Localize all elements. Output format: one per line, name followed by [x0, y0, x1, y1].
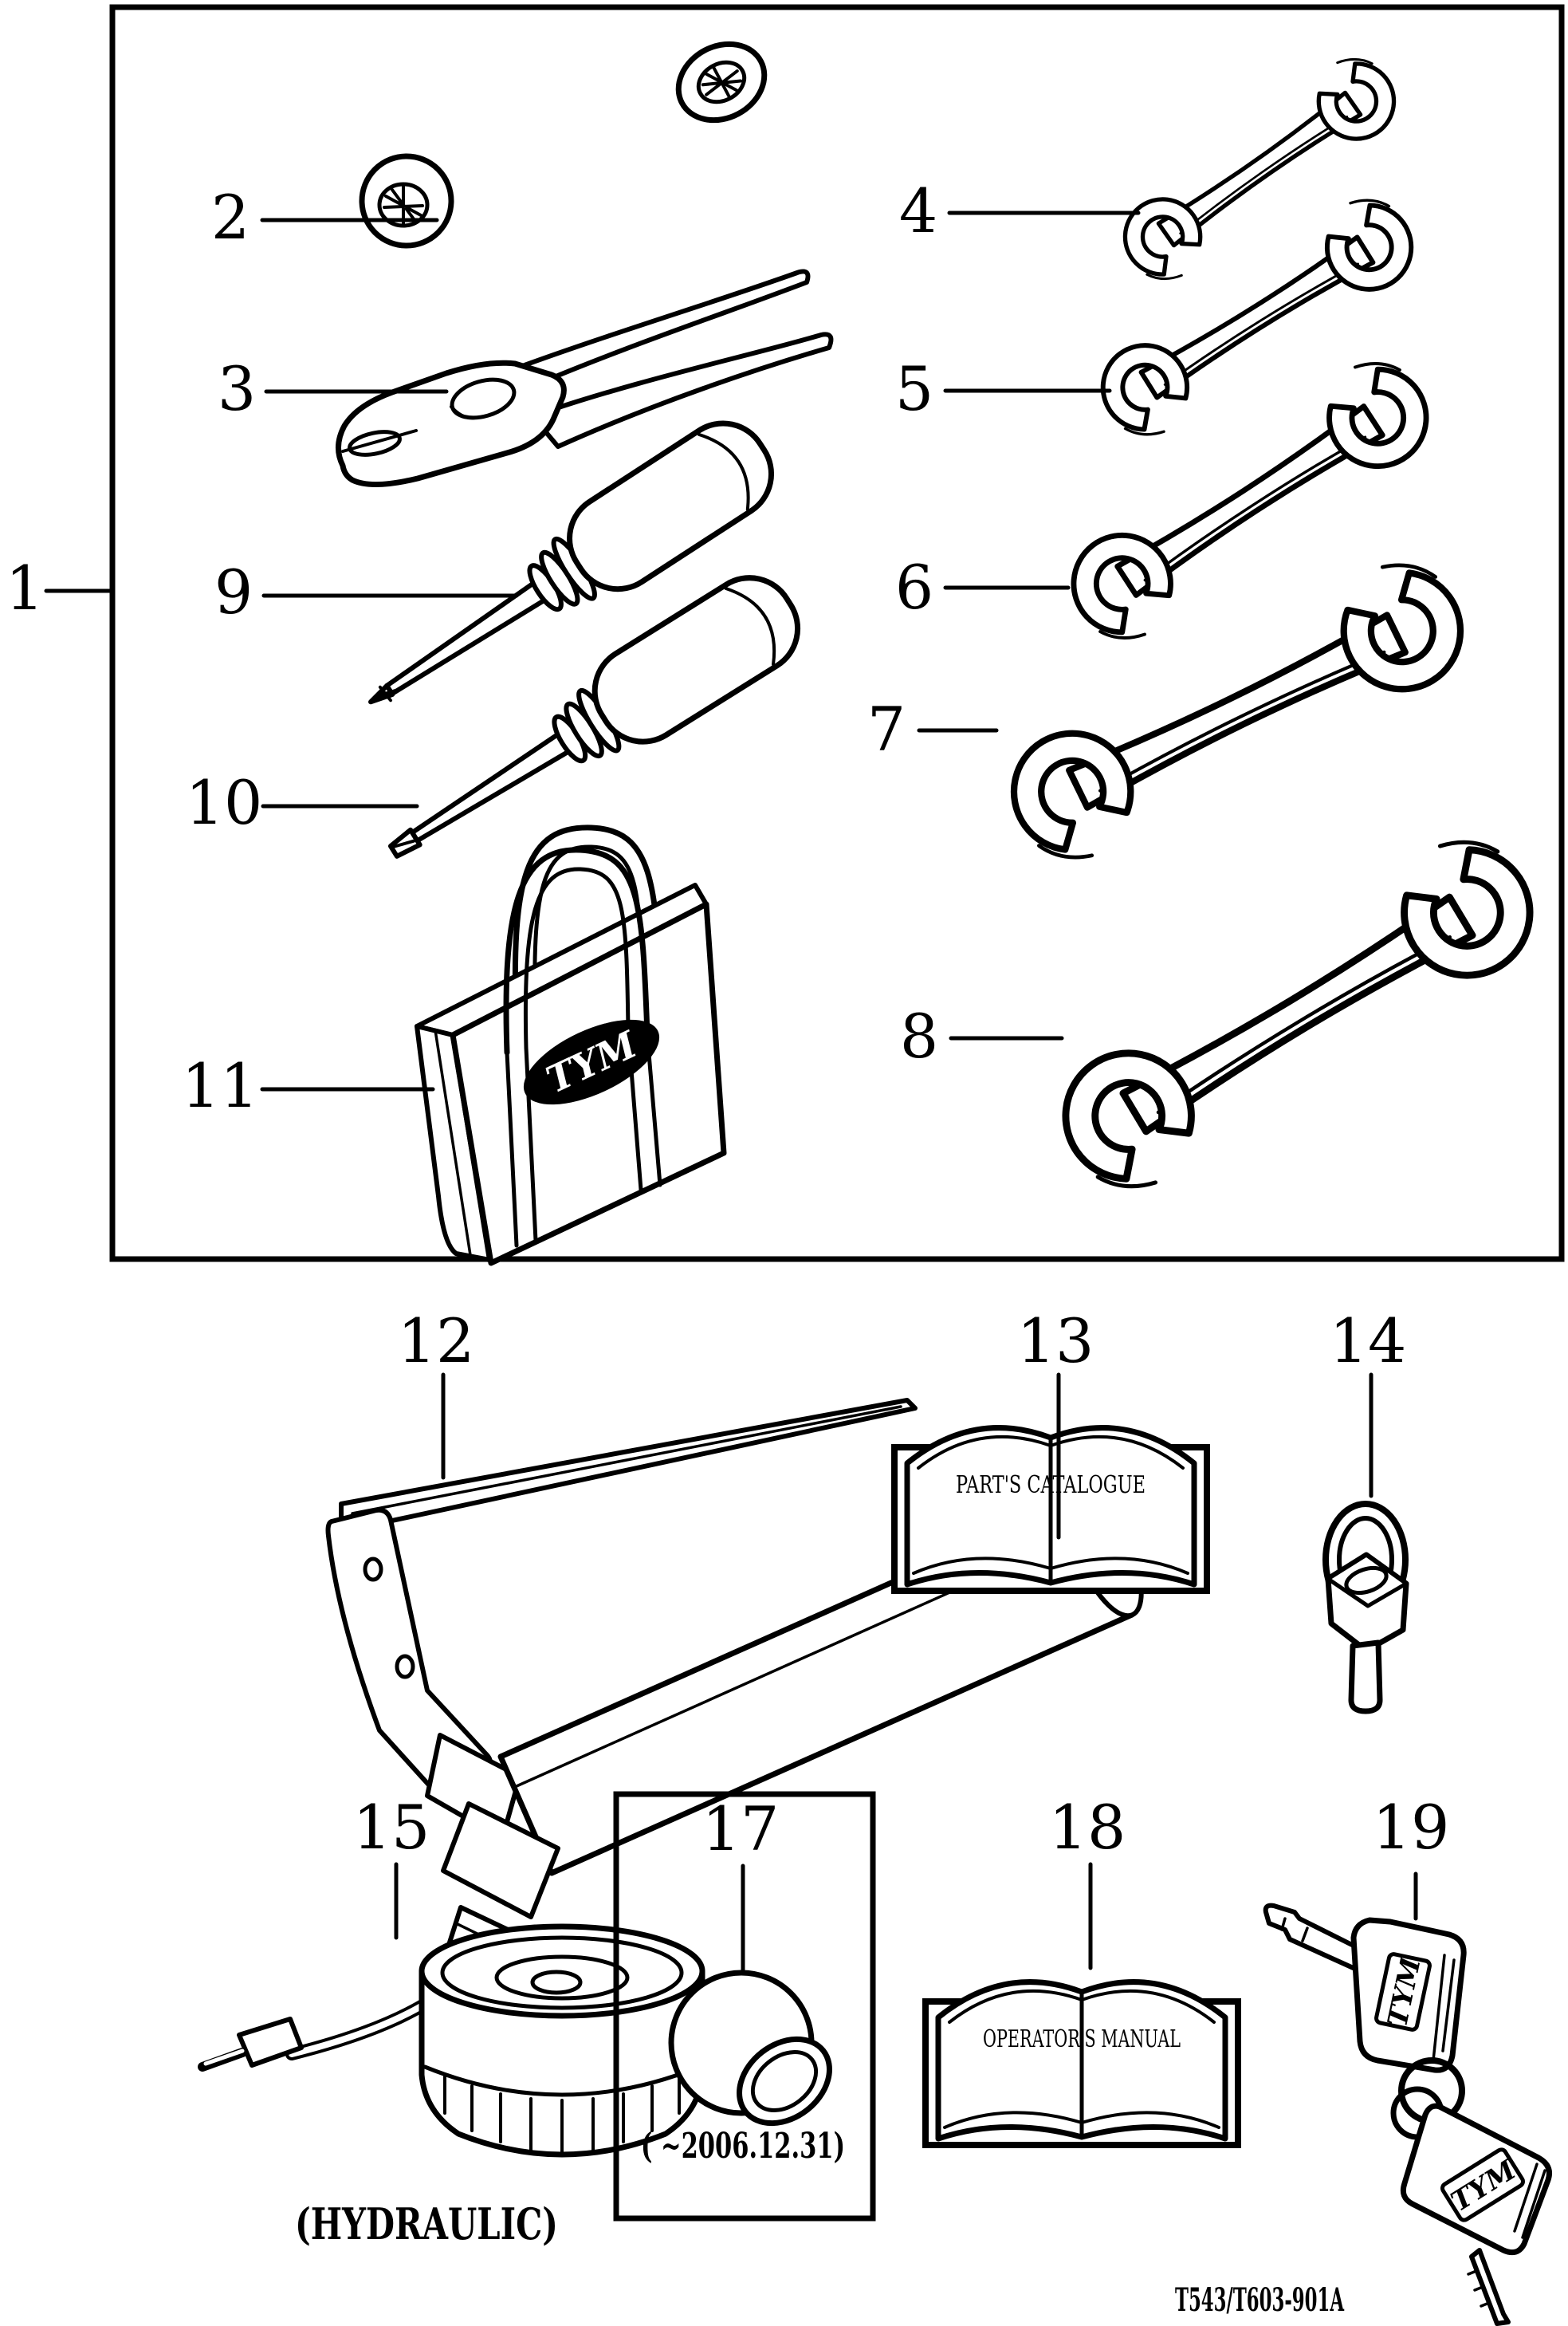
- parts-catalogue-title: PART'S CATALOGUE: [956, 1471, 1146, 1499]
- screwdriver-phillips: [368, 420, 775, 705]
- part-label-12: 12: [398, 1305, 475, 1376]
- part-label-15: 15: [353, 1792, 430, 1863]
- part-label-8: 8: [900, 1001, 938, 1072]
- key-upper-logo: TYM: [1374, 1952, 1432, 2032]
- valid-until-caption: ( ~2006.12.31): [641, 2126, 845, 2167]
- hydraulic-caption: (HYDRAULIC): [295, 2198, 558, 2249]
- wrench-socket-end: [675, 41, 768, 124]
- part-label-19: 19: [1373, 1792, 1450, 1863]
- ring-plug-key: [1322, 1501, 1409, 1714]
- part-label-18: 18: [1049, 1792, 1126, 1863]
- part-label-1: 1: [6, 553, 44, 624]
- screwdriver-flat: [387, 575, 801, 859]
- part-label-2: 2: [211, 182, 250, 253]
- ball-joint-box: ( ~2006.12.31): [613, 1791, 876, 2222]
- part-label-4: 4: [899, 175, 937, 246]
- part-label-10: 10: [186, 767, 263, 838]
- part-label-9: 9: [214, 557, 253, 628]
- parts-catalogue-book: PART'S CATALOGUE: [894, 1428, 1207, 1591]
- wheel-nut-wrench: [359, 41, 768, 249]
- part-label-6: 6: [895, 552, 933, 623]
- part-label-17: 17: [702, 1793, 780, 1864]
- part-label-11: 11: [182, 1050, 259, 1121]
- part-label-5: 5: [895, 353, 933, 424]
- part-label-7: 7: [867, 694, 906, 765]
- operators-manual-title: OPERATOR'S MANUAL: [983, 2025, 1181, 2053]
- part-label-3: 3: [218, 353, 256, 424]
- tool-bag: TYM: [415, 825, 727, 1266]
- toolkit-group-box: [109, 4, 1565, 1262]
- pliers: [336, 269, 834, 487]
- oil-filter: [419, 1923, 705, 2158]
- part-label-14: 14: [1330, 1305, 1407, 1376]
- doc-code: T543/T603-901A: [1175, 2281, 1345, 2319]
- part-labels: 1 2 3 9 10 11 4 5 6 7 8 12 13 14 15 17 1…: [6, 175, 1450, 1974]
- part-label-13: 13: [1017, 1305, 1094, 1376]
- ignition-keys: TYM TYM: [1263, 1903, 1552, 2326]
- operators-manual-book: OPERATOR'S MANUAL: [925, 1982, 1238, 2145]
